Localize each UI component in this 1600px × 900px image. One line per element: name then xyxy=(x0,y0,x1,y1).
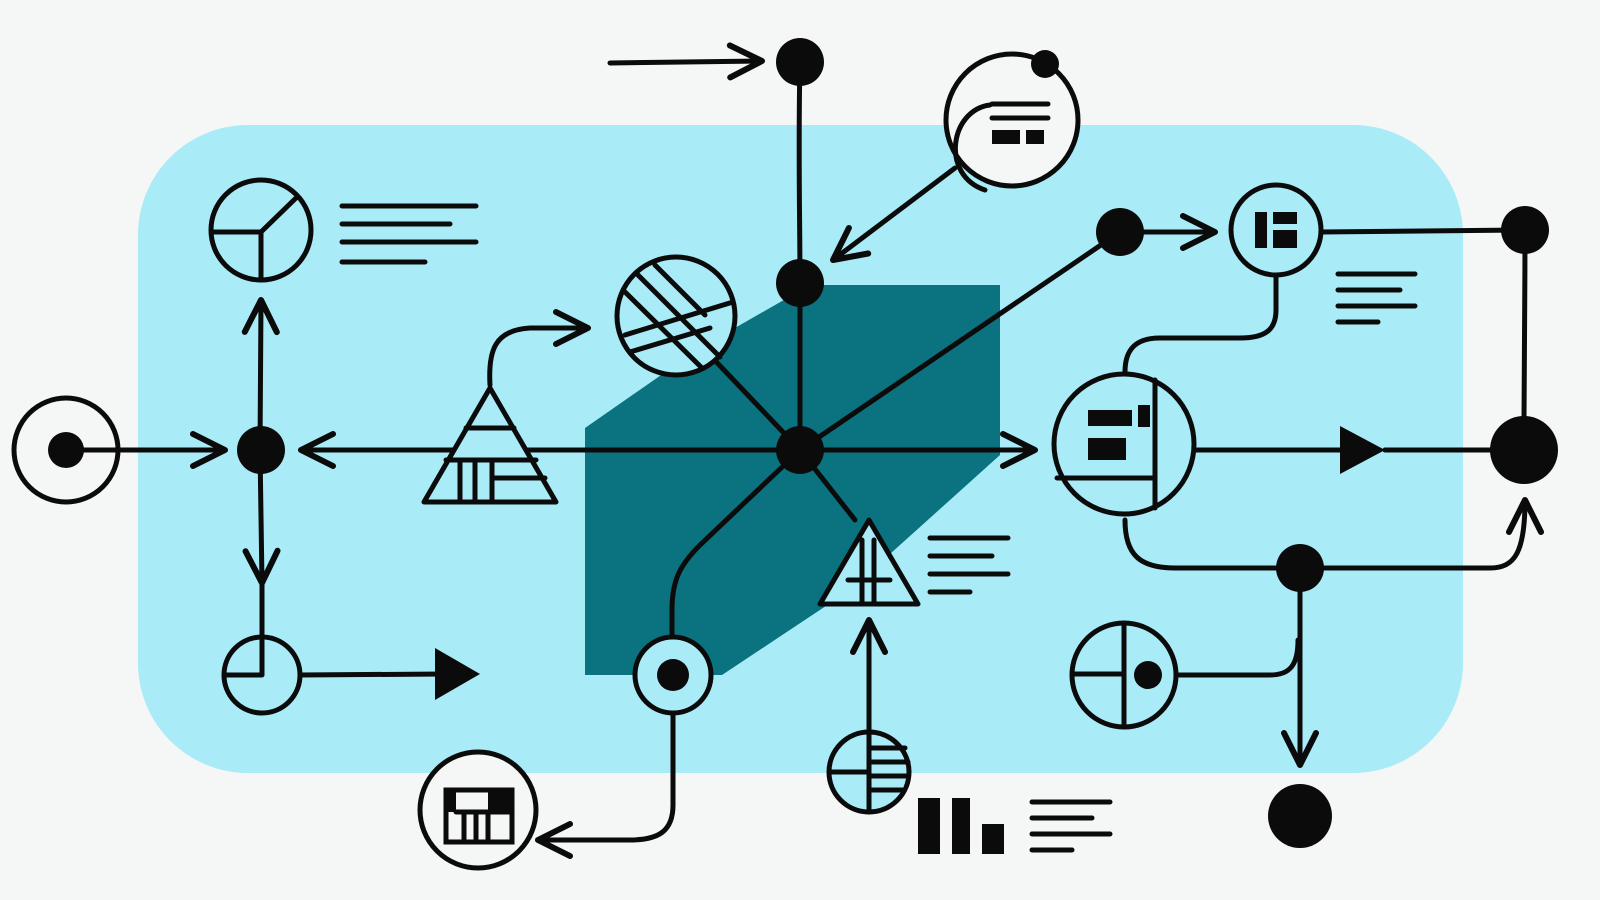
text-lines-bottom xyxy=(1029,799,1113,853)
far-right-top-dot[interactable] xyxy=(1501,206,1549,254)
arrow-document-to-center xyxy=(830,165,958,263)
ring-node-dot xyxy=(657,659,689,691)
top-dot[interactable] xyxy=(776,38,824,86)
line-grid-to-right-dot xyxy=(1317,227,1525,235)
document-badge-dot xyxy=(1031,50,1059,78)
arrow-pyramid-curve xyxy=(487,309,591,388)
center-hub[interactable] xyxy=(776,426,824,474)
far-right-hub[interactable] xyxy=(1490,416,1558,484)
line-right-vertical xyxy=(1521,227,1528,423)
document-text-lines xyxy=(989,101,1051,121)
target-circle-lines xyxy=(1069,620,1127,730)
bar-2 xyxy=(952,798,970,854)
pie-node-bottom-left[interactable] xyxy=(221,634,303,716)
ring-node-bottom[interactable] xyxy=(632,634,714,716)
arrow-top xyxy=(607,42,765,81)
chart-grid-lines xyxy=(453,809,515,845)
grid-large-block-mid xyxy=(1088,438,1126,460)
line-center-to-ring xyxy=(669,447,803,648)
bar-1 xyxy=(918,798,940,854)
start-node[interactable] xyxy=(11,395,121,505)
arrow-ring-to-chart xyxy=(535,697,676,859)
bar-3 xyxy=(982,824,1004,854)
right-top-dot[interactable] xyxy=(1096,208,1144,256)
document-inner-swirl xyxy=(952,102,993,193)
grid-block-tall xyxy=(1255,212,1267,248)
x-circle-node[interactable] xyxy=(614,254,738,378)
quarter-pie-lines xyxy=(221,634,265,678)
pyramid-left[interactable] xyxy=(421,385,559,505)
line-grid-small-to-large xyxy=(1122,274,1279,375)
line-bottom-left-arrow xyxy=(297,671,448,678)
text-lines-center xyxy=(927,535,1011,595)
line-large-grid-to-lower-dot xyxy=(1122,517,1303,571)
connectors xyxy=(63,42,1544,859)
start-dot-icon xyxy=(48,432,84,468)
stripe-circle[interactable] xyxy=(826,729,912,815)
document-circle[interactable] xyxy=(943,50,1081,193)
arrowhead-solid-right xyxy=(1340,426,1385,474)
pyramid-center-lines xyxy=(845,537,893,607)
document-block-left xyxy=(992,130,1020,144)
document-block-right xyxy=(1026,130,1044,144)
grid-block-bottom xyxy=(1273,230,1297,248)
end-dot[interactable] xyxy=(1268,784,1332,848)
hub-left[interactable] xyxy=(237,426,285,474)
arrow-lower-dot-to-hub xyxy=(1297,497,1544,571)
chart-circle-bottom[interactable] xyxy=(417,749,539,871)
grid-circle-large[interactable] xyxy=(1051,371,1197,517)
pyramid-center[interactable] xyxy=(817,517,921,607)
target-circle-dot xyxy=(1134,661,1162,689)
lower-right-dot[interactable] xyxy=(1276,544,1324,592)
hatched-lines xyxy=(620,262,736,371)
grid-large-lines xyxy=(1054,377,1158,511)
target-circle-right[interactable] xyxy=(1069,620,1179,730)
line-target-to-lower xyxy=(1172,637,1301,678)
chart-frame xyxy=(443,787,515,845)
grid-large-block-right xyxy=(1138,405,1150,427)
text-lines-right xyxy=(1335,271,1418,325)
grid-large-block-top xyxy=(1088,410,1132,426)
pie-node-top-left[interactable] xyxy=(208,177,314,283)
chart-block-a xyxy=(446,790,456,812)
stripe-lines xyxy=(827,729,911,815)
pie-chart-lines xyxy=(209,195,299,283)
text-lines-icon xyxy=(339,203,479,265)
pyramid-center-icon xyxy=(817,517,921,607)
pyramid-inner-lines xyxy=(443,425,548,505)
line-center-to-right-dot xyxy=(797,229,1123,453)
line-top-to-hub xyxy=(796,59,803,453)
center-top-dot[interactable] xyxy=(776,259,824,307)
text-lines-top-left xyxy=(339,203,479,265)
bar-chart-icon xyxy=(918,798,1004,854)
grid-circle-small[interactable] xyxy=(1228,182,1324,278)
arrowhead-solid-bottom-left xyxy=(435,648,480,700)
arrow-hub-up xyxy=(241,297,280,453)
start-ring-icon xyxy=(11,395,121,505)
grid-block-top xyxy=(1273,212,1297,224)
